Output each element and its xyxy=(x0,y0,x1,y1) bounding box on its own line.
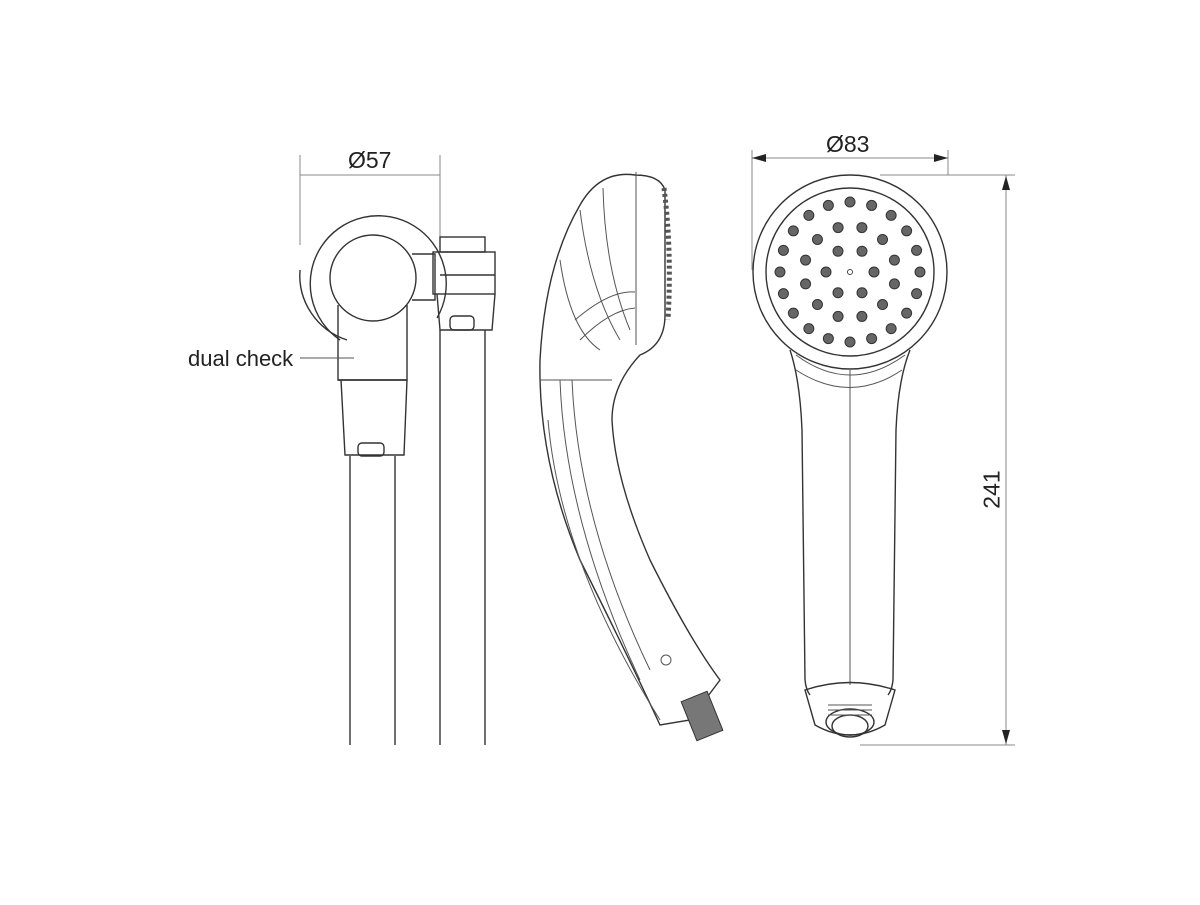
wall-connector-view xyxy=(299,155,496,745)
dimension-83: Ø83 xyxy=(826,131,870,157)
callout-dual-check: dual check xyxy=(188,346,294,371)
handset-side-view xyxy=(539,172,724,742)
handset-front-view xyxy=(751,150,1015,746)
spray-nozzles xyxy=(774,196,926,348)
dimension-57: Ø57 xyxy=(348,147,392,173)
dimension-241: 241 xyxy=(978,470,1005,509)
